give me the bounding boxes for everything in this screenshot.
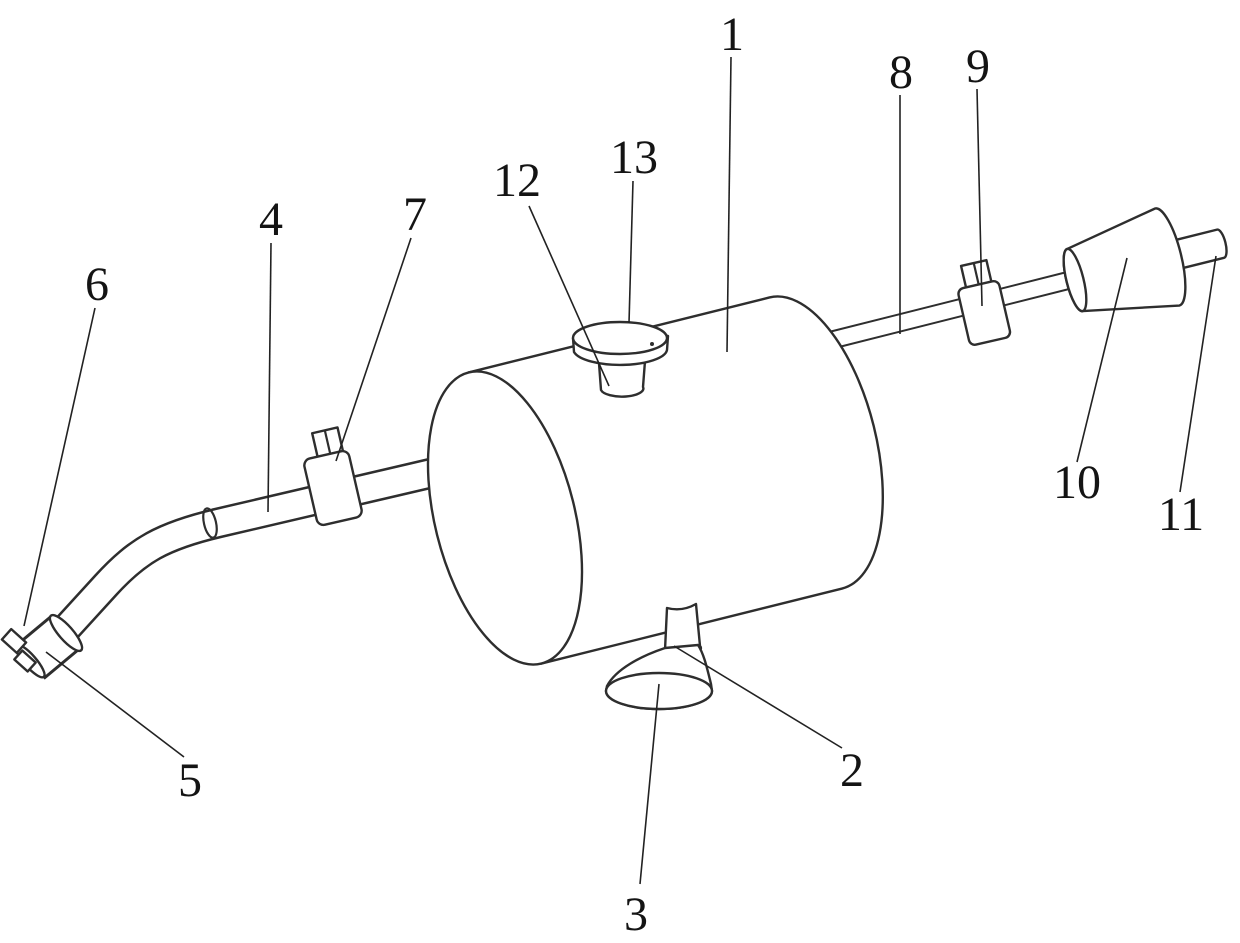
cone-end-face bbox=[1062, 247, 1088, 313]
nozzle-collar-ring bbox=[48, 613, 84, 653]
part-label-3: 3 bbox=[624, 888, 648, 941]
inlet-pipe-fill bbox=[44, 446, 495, 651]
nozzle-clamp-tab-upper bbox=[0, 627, 28, 655]
part-label-13: 13 bbox=[610, 131, 658, 184]
part-labels: 1 2 3 4 5 6 7 8 9 10 11 12 13 bbox=[85, 8, 1204, 941]
tank-body bbox=[426, 295, 884, 666]
shaft-clamp-collar bbox=[957, 279, 1012, 346]
cone-coupling bbox=[1062, 207, 1228, 313]
leader-line-10 bbox=[1076, 257, 1128, 463]
part-label-4: 4 bbox=[259, 193, 283, 246]
leader-line-4 bbox=[267, 242, 272, 513]
part-label-9: 9 bbox=[966, 40, 990, 93]
shaft-fill bbox=[826, 269, 1084, 349]
shaft-clamp-nut-split bbox=[972, 262, 980, 285]
pipe-clamp-nut-split bbox=[323, 430, 332, 454]
part-label-5: 5 bbox=[178, 754, 202, 807]
pipe-clamp bbox=[303, 426, 363, 527]
shaft-clamp bbox=[957, 258, 1012, 346]
cap-detail-dot bbox=[650, 342, 654, 346]
part-label-12: 12 bbox=[493, 154, 541, 207]
cap-disc-top bbox=[571, 320, 669, 356]
leader-line-9 bbox=[976, 88, 983, 307]
leader-line-6 bbox=[23, 307, 96, 627]
leader-line-11 bbox=[1179, 255, 1217, 493]
leader-lines bbox=[23, 56, 1217, 885]
filler-cap bbox=[571, 320, 670, 398]
leader-line-3 bbox=[639, 683, 660, 885]
leader-line-2 bbox=[673, 645, 843, 749]
part-label-11: 11 bbox=[1158, 488, 1204, 541]
outlet-shaft bbox=[825, 267, 1085, 351]
leader-line-5 bbox=[45, 651, 185, 758]
part-label-10: 10 bbox=[1053, 456, 1101, 509]
pipe-clamp-collar bbox=[303, 449, 363, 527]
part-label-1: 1 bbox=[720, 8, 744, 61]
part-label-2: 2 bbox=[840, 744, 864, 797]
part-label-7: 7 bbox=[403, 188, 427, 241]
part-label-6: 6 bbox=[85, 258, 109, 311]
nozzle-clamp-tab-lower bbox=[13, 649, 37, 673]
leader-line-13 bbox=[628, 180, 634, 324]
leader-line-7 bbox=[335, 237, 412, 462]
part-label-8: 8 bbox=[889, 46, 913, 99]
pipe-joint-ring bbox=[202, 507, 218, 539]
leader-line-1 bbox=[726, 56, 732, 353]
leader-line-12 bbox=[528, 205, 610, 387]
inlet-pipe bbox=[0, 443, 496, 680]
